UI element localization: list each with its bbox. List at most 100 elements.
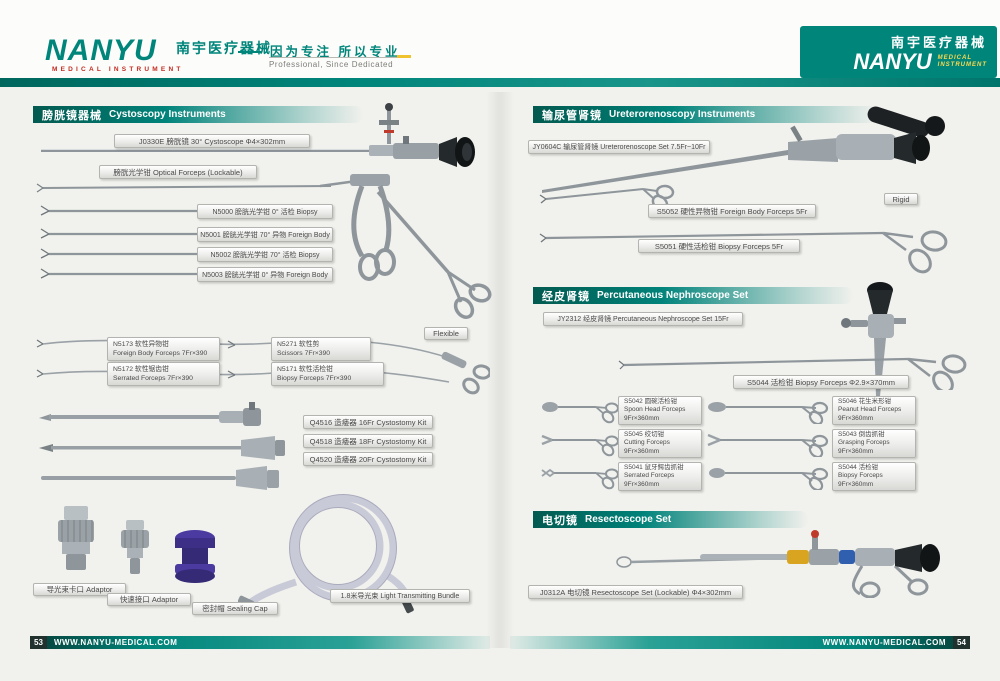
label-line-en: Spoon Head Forceps xyxy=(624,406,686,414)
section-banner-resectoscope: 电切镜 Resectoscope Set xyxy=(533,511,808,528)
label-flex-n5171: N5171 软性活检钳 Biopsy Forceps 7Fr×390 xyxy=(271,362,384,386)
label-forceps-s5051: S5051 硬性活检钳 Biopsy Forceps 5Fr xyxy=(638,239,800,253)
website-url: WWW.NANYU-MEDICAL.COM xyxy=(54,638,178,647)
label-line-cn: S5045 绞切钳 xyxy=(624,431,665,439)
label-optical-forceps: 膀胱光学钳 Optical Forceps (Lockable) xyxy=(99,165,257,179)
section-title-cn: 电切镜 xyxy=(542,514,578,527)
section-title-cn: 膀胱镜器械 xyxy=(42,109,102,122)
corner-brand-row: NANYU MEDICAL INSTRUMENT xyxy=(853,49,987,75)
cystostomy-kit-photo xyxy=(39,402,285,490)
peanut-forceps-photo xyxy=(708,401,829,424)
page-number-right: 54 xyxy=(953,636,970,649)
cystoscope-photo xyxy=(41,103,475,167)
label-line-cn: S5044 活检钳 xyxy=(838,464,879,472)
label-line-en: Serrated Forceps 7Fr×390 xyxy=(113,375,193,382)
label-flex-n5271: N5271 软性剪 Scissors 7Fr×390 xyxy=(271,337,371,361)
brand-wordmark: NANYU xyxy=(45,34,157,67)
label-line-en: Cutting Forceps xyxy=(624,439,670,447)
light-guide-adaptor-photo xyxy=(58,506,94,570)
section-banner-nephroscope: 经皮肾镜 Percutaneous Nephroscope Set xyxy=(533,287,853,304)
corner-subtitle-line1: MEDICAL xyxy=(937,54,972,61)
spoon-forceps-photo xyxy=(542,402,618,424)
page-header: NANYU 南宇医疗器械 MEDICAL INSTRUMENT 因为专注 所以专… xyxy=(0,0,1000,78)
section-title-en: Ureterorenoscopy Instruments xyxy=(609,109,756,120)
rigid-forceps-photo xyxy=(539,184,948,274)
label-grid-s5043: S5043 倒齿抓钳 Grasping Forceps 9Fr×360mm xyxy=(832,429,916,458)
section-title-en: Percutaneous Nephroscope Set xyxy=(597,290,749,301)
biopsy-forceps-long-photo xyxy=(618,354,967,390)
label-kit-q4520: Q4520 造瘘器 20Fr Cystostomy Kit xyxy=(303,452,433,466)
label-forceps-n5000: N5000 膀胱光学钳 0° 活检 Biopsy xyxy=(197,204,333,219)
page-gutter-shadow xyxy=(486,92,514,648)
section-title-cn: 输尿管肾镜 xyxy=(542,109,602,122)
label-line-cn: S5042 圆碗活检钳 xyxy=(624,398,678,406)
label-grid-s5042: S5042 圆碗活检钳 Spoon Head Forceps 9Fr×360mm xyxy=(618,396,702,425)
serrated-forceps-photo xyxy=(541,468,618,490)
label-ureterorenoscope: JY0604C 输尿管肾镜 Ureterorenoscope Set 7.5Fr… xyxy=(528,140,710,154)
label-sealing-cap: 密封帽 Sealing Cap xyxy=(192,602,278,615)
label-grid-s5046: S5046 花生米形钳 Peanut Head Forceps 9Fr×360m… xyxy=(832,396,916,425)
forceps-handles-photo xyxy=(320,174,492,320)
label-line-size: 9Fr×360mm xyxy=(838,447,874,455)
label-line-cn: N5271 软性剪 xyxy=(277,340,320,348)
section-title-cn: 经皮肾镜 xyxy=(542,290,590,303)
label-forceps-n5002: N5002 膀胱光学钳 70° 活检 Biopsy xyxy=(197,247,333,262)
label-flex-n5172: N5172 软性锯齿钳 Serrated Forceps 7Fr×390 xyxy=(107,362,220,386)
tag-flexible: Flexible xyxy=(424,327,468,340)
label-line-size: 9Fr×360mm xyxy=(838,480,874,488)
grid-biopsy-forceps-photo xyxy=(709,467,829,490)
brand-chinese-name: 南宇医疗器械 xyxy=(176,40,272,56)
flexible-forceps-photo xyxy=(36,339,490,395)
label-light-guide-adaptor: 导光束卡口 Adaptor xyxy=(33,583,126,596)
label-line-cn: S5043 倒齿抓钳 xyxy=(838,431,885,439)
label-forceps-n5001: N5001 膀胱光学钳 70° 异物 Foreign Body xyxy=(197,227,333,242)
tagline-rule xyxy=(269,57,411,58)
brand-subtitle: MEDICAL INSTRUMENT xyxy=(52,66,184,73)
grasping-forceps-photo xyxy=(707,433,829,457)
label-quick-adaptor: 快速接口 Adaptor xyxy=(107,593,191,606)
label-line-en: Scissors 7Fr×390 xyxy=(277,350,331,357)
label-line-size: 9Fr×360mm xyxy=(624,480,660,488)
label-line-cn: N5172 软性锯齿钳 xyxy=(113,365,169,373)
section-title-en: Resectoscope Set xyxy=(585,514,672,525)
label-line-cn: N5171 软性活检钳 xyxy=(277,365,333,373)
optical-forceps-shaft xyxy=(36,183,332,193)
section-title-en: Cystoscopy Instruments xyxy=(109,109,226,120)
ureterorenoscope-photo xyxy=(542,106,945,193)
label-line-size: 9Fr×360mm xyxy=(624,447,660,455)
label-grid-s5044: S5044 活检钳 Biopsy Forceps 9Fr×360mm xyxy=(832,462,916,491)
label-line-en: Serrated Forceps xyxy=(624,472,675,480)
tag-rigid: Rigid xyxy=(884,193,918,205)
corner-subtitle: MEDICAL INSTRUMENT xyxy=(938,55,987,72)
label-light-bundle: 1.8米导光束 Light Transmitting Bundle xyxy=(330,589,470,603)
label-line-en: Foreign Body Forceps 7Fr×390 xyxy=(113,350,208,357)
corner-chinese-name: 南宇医疗器械 xyxy=(890,35,987,51)
optical-forceps-rods-photo xyxy=(40,205,203,279)
tagline-accent xyxy=(397,55,411,58)
website-url: WWW.NANYU-MEDICAL.COM xyxy=(822,638,946,647)
label-grid-s5045: S5045 绞切钳 Cutting Forceps 9Fr×360mm xyxy=(618,429,702,458)
label-kit-q4518: Q4518 造瘘器 18Fr Cystostomy Kit xyxy=(303,434,433,448)
label-line-en: Grasping Forceps xyxy=(838,439,890,447)
footer-bar-right: WWW.NANYU-MEDICAL.COM xyxy=(510,636,970,649)
label-line-size: 9Fr×360mm xyxy=(624,414,660,422)
label-grid-s5041: S5041 鼠牙鳄齿抓钳 Serrated Forceps 9Fr×360mm xyxy=(618,462,702,491)
label-line-size: 9Fr×360mm xyxy=(838,414,874,422)
label-line-cn: S5046 花生米形钳 xyxy=(838,398,892,406)
quick-adaptor-photo xyxy=(121,520,149,574)
corner-subtitle-line2: INSTRUMENT xyxy=(937,62,987,69)
label-forceps-n5003: N5003 膀胱光学钳 0° 异物 Foreign Body xyxy=(197,267,333,282)
corner-wordmark: NANYU xyxy=(853,49,932,75)
footer-bar-left: WWW.NANYU-MEDICAL.COM xyxy=(30,636,490,649)
tagline-dash xyxy=(238,51,262,53)
label-cystoscope: J0330E 膀胱镜 30° Cystoscope Φ4×302mm xyxy=(114,134,310,148)
label-flex-n5173: N5173 软性异物钳 Foreign Body Forceps 7Fr×390 xyxy=(107,337,220,361)
label-line-en: Peanut Head Forceps xyxy=(838,406,902,414)
tagline-english: Professional, Since Dedicated xyxy=(269,60,394,69)
label-kit-q4516: Q4516 造瘘器 16Fr Cystostomy Kit xyxy=(303,415,433,429)
label-line-en: Biopsy Forceps 7Fr×390 xyxy=(277,375,352,382)
label-line-en: Biopsy Forceps xyxy=(838,472,883,480)
label-nephroscope: JY2312 经皮肾镜 Percutaneous Nephroscope Set… xyxy=(543,312,743,326)
section-banner-cystoscopy: 膀胱镜器械 Cystoscopy Instruments xyxy=(33,106,363,123)
